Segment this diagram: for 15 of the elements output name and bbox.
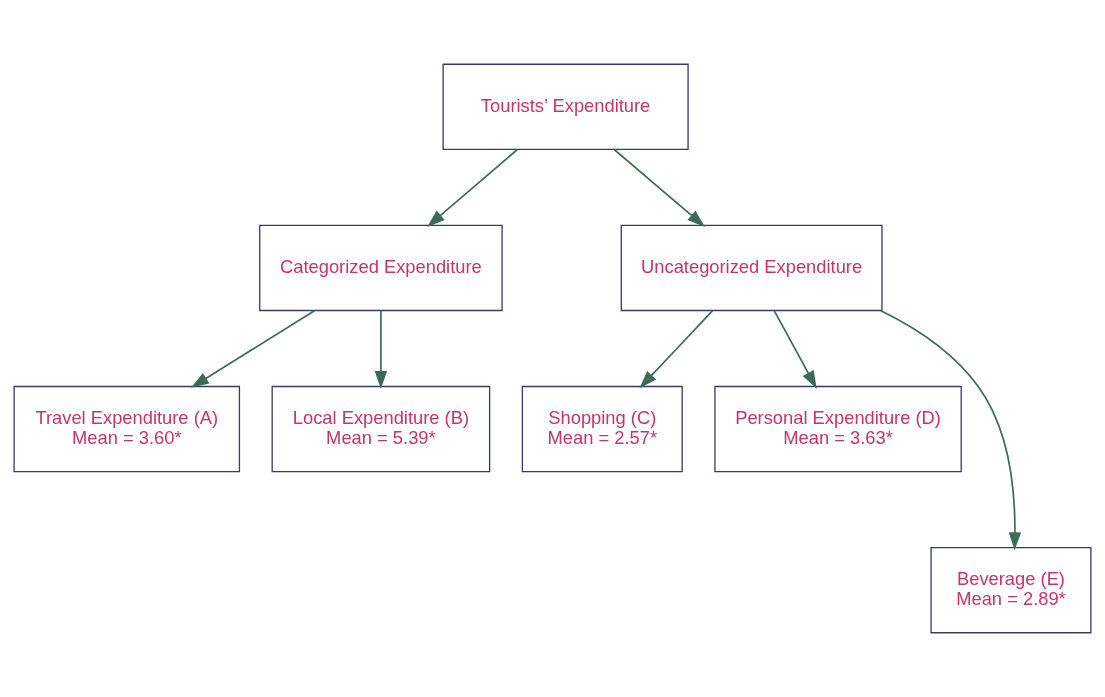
arrow: [427, 148, 518, 227]
node-box: Categorized Expenditure: [259, 224, 503, 312]
node-box: Uncategorized Expenditure: [620, 224, 883, 312]
node-box: Local Expenditure (B) Mean = 5.39*: [271, 385, 491, 473]
node-box: Tourists’ Expenditure: [442, 63, 689, 151]
node-box: Personal Expenditure (D) Mean = 3.63*: [714, 385, 962, 473]
arrow: [374, 310, 388, 389]
node-box: Beverage (E) Mean = 2.89*: [930, 546, 1092, 634]
arrow: [880, 309, 1022, 551]
arrow: [191, 309, 316, 388]
arrow: [773, 310, 817, 389]
arrow: [613, 148, 706, 227]
node-box: Shopping (C) Mean = 2.57*: [521, 385, 683, 473]
arrow: [639, 310, 714, 389]
node-box: Travel Expenditure (A) Mean = 3.60*: [13, 385, 241, 473]
